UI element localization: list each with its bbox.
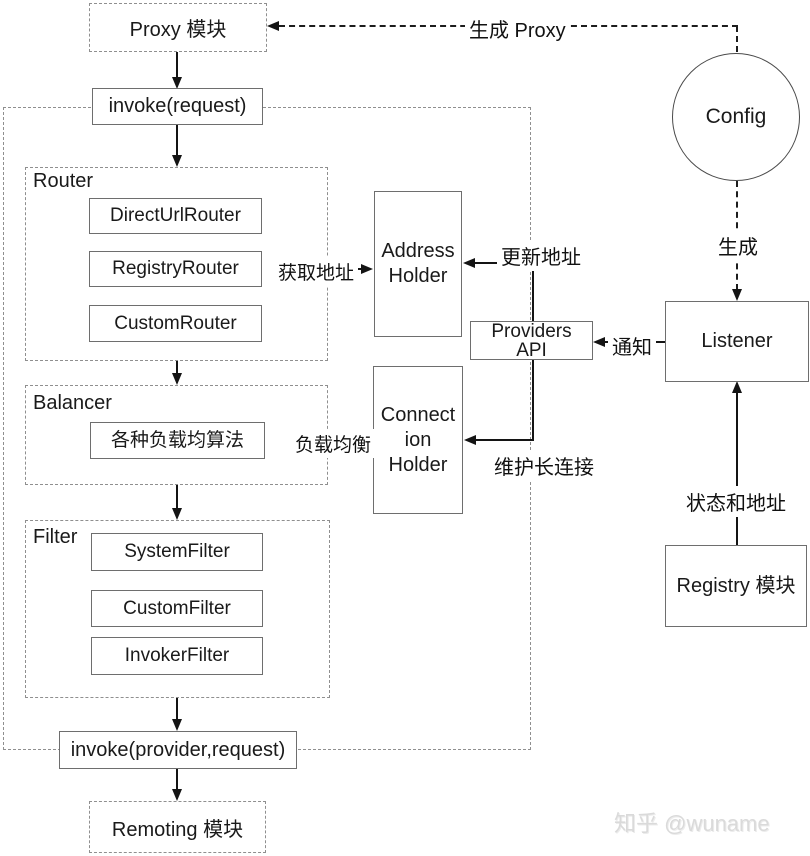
edge-label-get-address: 获取地址 — [274, 257, 359, 286]
watermark: 知乎 @wuname — [614, 811, 770, 836]
arrow-head-into-listener-top — [732, 289, 742, 301]
providers-to-update-address-connector — [532, 268, 534, 321]
system-filter-label: SystemFilter — [124, 541, 230, 563]
edge-label-update-address: 更新地址 — [497, 240, 585, 271]
invoke-request-box: invoke(request) — [92, 88, 263, 125]
edge-label-generate: 生成 — [714, 230, 762, 261]
providers-api-box: Providers API — [470, 321, 593, 360]
arrow-router-to-balancer — [176, 361, 178, 373]
invoker-filter-box: InvokerFilter — [91, 637, 263, 675]
invoke-provider-label: invoke(provider,request) — [70, 738, 286, 761]
remoting-module-label: Remoting 模块 — [111, 818, 244, 841]
arrow-head-into-connection-holder-right — [464, 435, 476, 445]
arrow-invoke-to-router — [176, 125, 178, 155]
edge-label-keep-connection: 维护长连接 — [490, 450, 598, 481]
balance-algorithms-label: 各种负载均算法 — [110, 429, 244, 451]
invoker-filter-label: InvokerFilter — [124, 645, 230, 667]
invoke-provider-box: invoke(provider,request) — [59, 731, 297, 769]
arrow-head-filter-invoke2 — [172, 719, 182, 731]
address-holder-line2: Holder — [388, 265, 448, 287]
registry-router-box: RegistryRouter — [89, 251, 262, 287]
registry-router-label: RegistryRouter — [112, 258, 239, 280]
filter-group-label: Filter — [31, 526, 80, 549]
address-holder-line1: Address — [381, 240, 455, 262]
system-filter-box: SystemFilter — [91, 533, 263, 571]
arrow-head-balancer-filter — [172, 508, 182, 520]
arrow-head-proxy-invoke — [172, 77, 182, 89]
arrow-head-into-providers-api — [593, 337, 605, 347]
edge-label-load-balance: 负载均衡 — [291, 429, 376, 458]
arrow-filter-to-invoke2 — [176, 698, 178, 719]
registry-module-label: Registry 模块 — [676, 574, 796, 597]
balancer-group-label: Balancer — [31, 392, 114, 415]
arrow-head-into-listener-bottom — [732, 381, 742, 393]
listener-label: Listener — [701, 330, 773, 352]
edge-label-notify: 通知 — [608, 330, 656, 361]
config-label: Config — [705, 105, 767, 128]
arrow-invoke2-to-remoting — [176, 769, 178, 789]
arrow-head-into-address-holder-right — [463, 258, 475, 268]
update-address-line — [475, 262, 501, 264]
router-group-label: Router — [31, 170, 96, 193]
providers-down-line — [532, 360, 534, 441]
arrow-head-into-proxy — [267, 21, 279, 31]
status-address-line — [736, 393, 738, 545]
arrow-balancer-to-filter — [176, 485, 178, 508]
custom-router-box: CustomRouter — [89, 305, 262, 342]
arrow-head-invoke-router — [172, 155, 182, 167]
edge-label-status-and-address: 状态和地址 — [682, 486, 790, 517]
direct-url-router-box: DirectUrlRouter — [89, 198, 262, 234]
config-circle: Config — [672, 53, 800, 181]
arrow-head-into-address-holder-left — [361, 264, 373, 274]
proxy-module-label: Proxy 模块 — [129, 19, 227, 41]
custom-filter-label: CustomFilter — [123, 597, 231, 619]
registry-module-box: Registry 模块 — [665, 545, 807, 627]
listener-box: Listener — [665, 301, 809, 382]
custom-router-label: CustomRouter — [114, 312, 237, 334]
arrow-head-router-balancer — [172, 373, 182, 385]
generate-proxy-line-vertical — [736, 26, 738, 52]
remoting-module-box: Remoting 模块 — [89, 801, 266, 853]
balance-algorithms-box: 各种负载均算法 — [90, 422, 265, 459]
custom-filter-box: CustomFilter — [91, 590, 263, 627]
connection-holder-line2: ion — [404, 428, 432, 451]
arrow-proxy-to-invoke — [176, 52, 178, 77]
edge-label-generate-proxy: 生成 Proxy — [465, 13, 570, 44]
providers-api-line2: API — [516, 339, 547, 361]
providers-api-line1: Providers — [491, 320, 572, 342]
invoke-request-label: invoke(request) — [108, 95, 247, 117]
connection-holder-line1: Connect — [380, 403, 456, 426]
arrow-head-invoke2-remoting — [172, 789, 182, 801]
address-holder-box: Address Holder — [374, 191, 462, 337]
connection-holder-line3: Holder — [388, 453, 448, 476]
connection-holder-box: Connect ion Holder — [373, 366, 463, 514]
direct-url-router-label: DirectUrlRouter — [110, 205, 241, 227]
keep-connection-line — [476, 439, 534, 441]
proxy-module-box: Proxy 模块 — [89, 3, 267, 52]
